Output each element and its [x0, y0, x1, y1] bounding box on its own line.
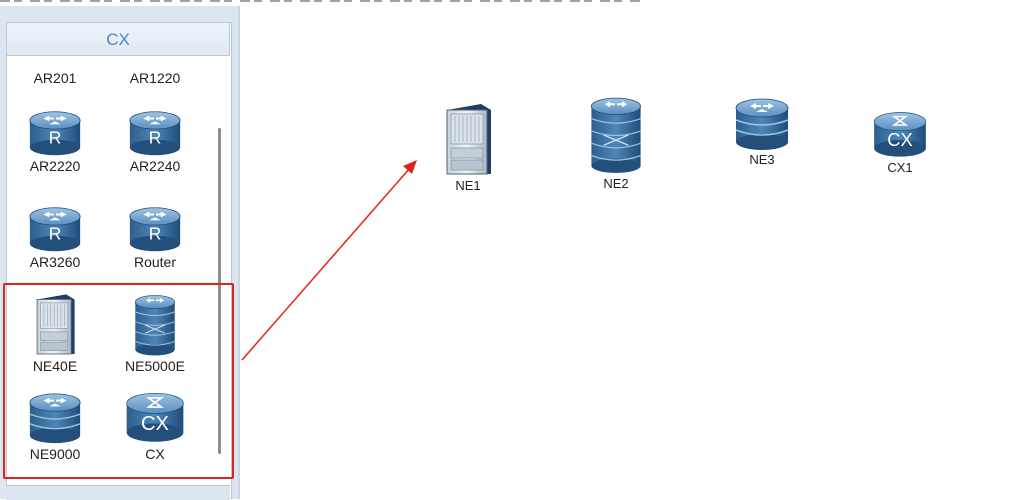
device-label: NE1 — [455, 178, 481, 193]
cx-switch-icon — [870, 110, 930, 160]
device-label: NE2 — [603, 176, 629, 191]
palette-item-cx[interactable]: CX — [110, 390, 200, 462]
palette-item-label: NE9000 — [29, 446, 81, 462]
palette-item-ne9000[interactable]: NE9000 — [10, 390, 100, 462]
cut-off-text-strip — [0, 0, 1024, 6]
device-label: NE3 — [749, 152, 775, 167]
palette-item-ar3260[interactable]: AR3260 — [10, 204, 100, 270]
device-label: CX1 — [887, 160, 913, 175]
canvas-device-ne2[interactable]: NE2 — [585, 94, 647, 191]
palette-item-label: CX — [145, 446, 165, 462]
palette-item-label: Router — [133, 254, 177, 270]
palette-item-ar1220[interactable]: AR1220 — [110, 70, 200, 86]
palette-item-ne40e[interactable]: NE40E — [10, 292, 100, 374]
stacked-router-icon — [732, 96, 792, 152]
canvas-device-ne1[interactable]: NE1 — [438, 102, 498, 193]
palette-scrollbar[interactable] — [218, 128, 221, 454]
palette-item-ar201[interactable]: AR201 — [10, 70, 100, 86]
palette-bottom-panel — [6, 485, 230, 500]
palette-item-label: AR201 — [33, 70, 77, 86]
palette-item-label: NE40E — [32, 358, 78, 374]
palette-item-label: AR1220 — [129, 70, 181, 86]
palette-item-label: AR3260 — [29, 254, 81, 270]
palette-category-header[interactable]: CX — [6, 22, 230, 56]
selection-highlight-box — [3, 283, 234, 479]
chassis-icon — [440, 102, 496, 178]
palette-item-label: AR2220 — [29, 158, 81, 174]
palette-item-ne5000e[interactable]: NE5000E — [110, 292, 200, 374]
cluster-router-icon — [587, 94, 645, 176]
palette-item-label: AR2240 — [129, 158, 181, 174]
palette-item-router[interactable]: Router — [110, 204, 200, 270]
palette-item-label: NE5000E — [125, 358, 185, 374]
palette-item-ar2220[interactable]: AR2220 — [10, 108, 100, 174]
canvas-device-cx1[interactable]: CX1 — [868, 110, 932, 175]
canvas-device-ne3[interactable]: NE3 — [730, 96, 794, 167]
palette-item-ar2240[interactable]: AR2240 — [110, 108, 200, 174]
